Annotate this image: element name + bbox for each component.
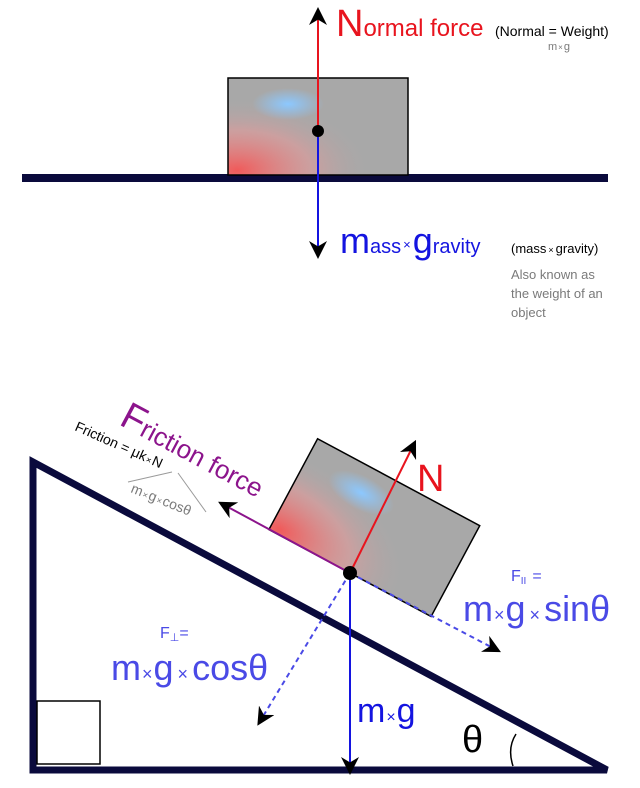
aka-line: Also known as [511,267,595,282]
ground-line [22,174,608,182]
mass-gravity-label: mass×gravity [340,220,481,261]
friction-sub-expression: m×g×cosθ [129,480,194,519]
weight-note: (mass×gravity) [511,241,598,256]
perpendicular-component-arrow [257,572,351,726]
angle-theta: θ [462,719,483,761]
f-perp-label: F⊥= [160,625,189,644]
right-angle-mark [36,700,101,765]
flat-scene: Normal force (Normal = Weight) m×g mass×… [22,3,609,320]
f-parallel-label: FII= [511,568,542,587]
center-of-mass-dot-incline [343,566,357,580]
f-perp-value: m×g×cosθ [111,647,268,688]
f-parallel-value: m×g×sinθ [463,588,610,629]
aka-line: the weight of an [511,286,603,301]
aka-line: object [511,305,546,320]
aka-note: Also known as the weight of an object [511,267,603,320]
normal-weight-sub: m×g [548,41,570,53]
friction-force-arrow [218,501,351,574]
incline-triangle [29,456,609,774]
center-of-mass-dot [312,125,324,137]
normal-force-label: Normal force [336,3,484,45]
normal-force-arrow-incline [349,439,417,574]
friction-sub-connector [127,471,207,513]
incline-scene: θ Friction force Friction = μk×N m×g×cos… [29,395,610,775]
weight-label-incline: m×g [357,692,416,730]
normal-label-incline: N [417,458,444,500]
block-incline [267,437,481,618]
normal-weight-note: (Normal = Weight) [495,23,609,39]
angle-arc [509,733,517,767]
